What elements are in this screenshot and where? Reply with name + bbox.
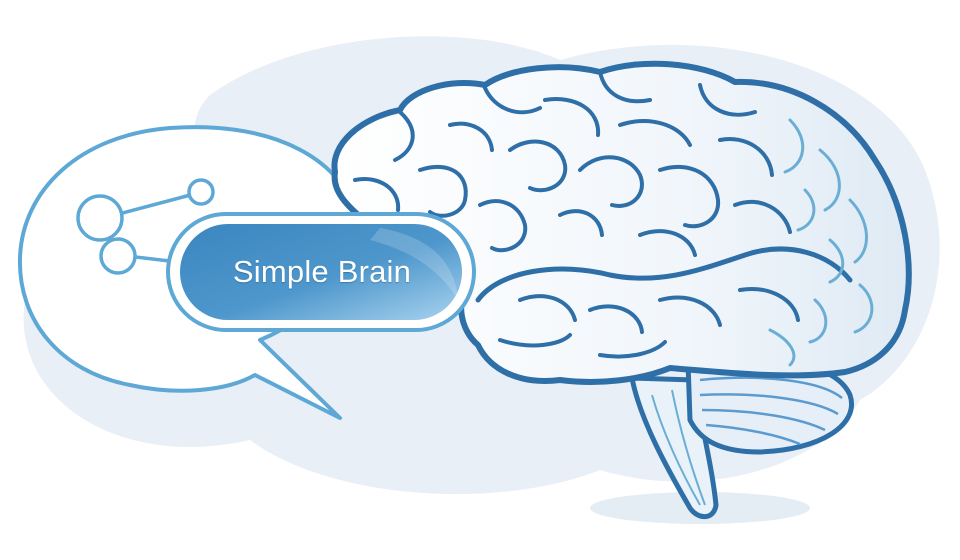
label-pill	[166, 212, 476, 332]
molecule-icon	[76, 178, 215, 275]
